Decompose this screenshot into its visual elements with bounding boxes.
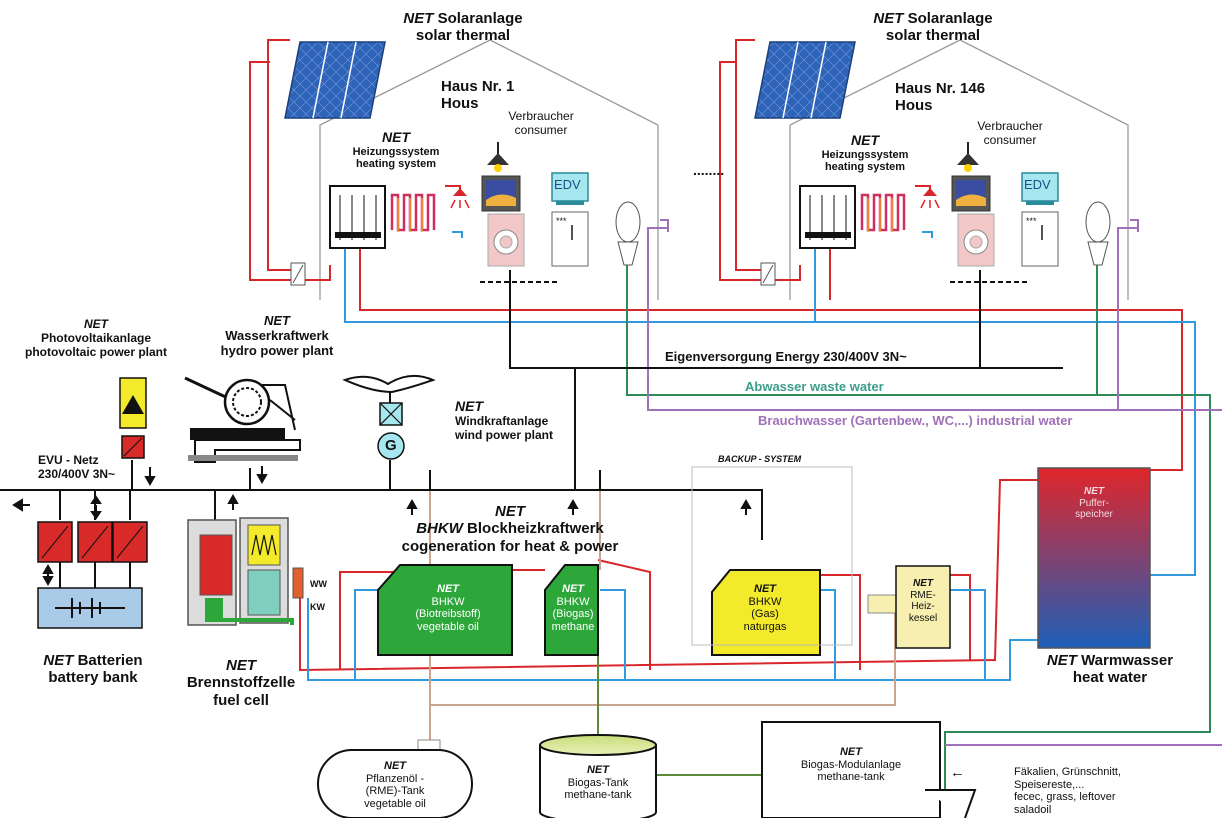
tap-icon (922, 231, 933, 238)
feed-label: Fäkalien, Grünschnitt,Speisereste,...fec… (1014, 766, 1121, 816)
house146-outline (789, 39, 1129, 300)
solar-panel-house146 (754, 41, 856, 119)
heat-exchanger-icon (292, 567, 304, 599)
buffer-tank (1037, 467, 1151, 649)
biogas-plant (761, 721, 977, 818)
meter-label: *** (1026, 216, 1037, 226)
backup-label: BACKUP - SYSTEM (718, 454, 802, 464)
shower-icon (445, 185, 470, 209)
shower-icon (915, 185, 940, 209)
computer-icon (1021, 172, 1059, 205)
waste-water-label: Abwasser waste water (745, 379, 884, 394)
meter-label: *** (556, 216, 567, 226)
solar-panel-house1 (284, 41, 386, 119)
direction-arrows (12, 466, 752, 587)
lamp-icon (957, 142, 979, 172)
house1-outline (319, 39, 659, 300)
photovoltaic-unit (119, 377, 147, 459)
power-network (0, 270, 1063, 590)
tap-icon (452, 231, 463, 238)
rme-connector (867, 594, 897, 614)
fridge-icon (551, 211, 589, 267)
house146-equipment (760, 142, 1139, 286)
warm-water-port-label: WW (310, 579, 327, 589)
rme-boiler (895, 565, 951, 649)
industrial-water-label: Brauchwasser (Gartenbew., WC,...) indust… (758, 413, 1073, 428)
tap-icon (660, 219, 669, 232)
own-supply-label: Eigenversorgung Energy 230/400V 3N~ (665, 349, 907, 364)
backup-system-box (691, 466, 853, 646)
tv-icon (481, 175, 521, 212)
hydro-turbine (184, 376, 301, 463)
generator-label: G (385, 437, 397, 454)
cold-water-port-label: KW (310, 602, 325, 612)
washing-machine-icon (487, 213, 525, 267)
toilet-icon (615, 201, 641, 266)
fuel-cell (187, 517, 304, 626)
more-houses-ellipsis: ........ (693, 162, 725, 178)
feed-arrow: ← (950, 764, 965, 781)
chp-unit-vegetable-oil (377, 564, 513, 656)
lamp-icon (487, 142, 509, 172)
vegetable-oil-tank (317, 739, 473, 818)
computer-icon (551, 172, 589, 205)
heating-controller-icon (329, 185, 386, 249)
wind-turbine (342, 374, 436, 460)
toilet-icon (1085, 201, 1111, 266)
tap-icon (1130, 219, 1139, 232)
tv-icon (951, 175, 991, 212)
generator-icon (377, 432, 405, 460)
computer-label: EDV (554, 177, 581, 192)
heating-controller-icon (799, 185, 856, 249)
battery-bank (37, 521, 148, 629)
chp-unit-biogas (544, 564, 599, 656)
house1-equipment (290, 142, 669, 286)
washing-machine-icon (957, 213, 995, 267)
fridge-icon (1021, 211, 1059, 267)
computer-label: EDV (1024, 177, 1051, 192)
biogas-tank (539, 734, 657, 818)
chp-unit-naturgas (711, 569, 821, 656)
